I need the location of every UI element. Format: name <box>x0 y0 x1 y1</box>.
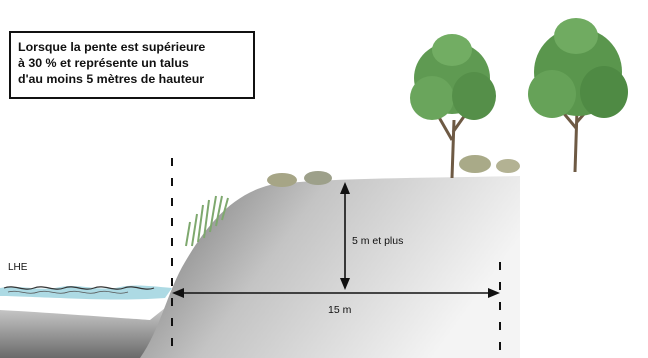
slope-criteria-note: Lorsque la pente est supérieure à 30 % e… <box>9 31 255 99</box>
water-line-label: LHE <box>8 262 28 273</box>
water-wave-line-2 <box>7 290 129 294</box>
width-arrow <box>172 288 500 298</box>
tree-icon-left <box>410 34 496 179</box>
note-line: d'au moins 5 mètres de hauteur <box>18 72 205 86</box>
height-label: 5 m et plus <box>352 235 404 247</box>
embankment-ground <box>140 176 520 358</box>
water-wave-line <box>3 286 155 290</box>
lower-ground <box>0 300 175 358</box>
note-line: à 30 % et représente un talus <box>18 56 189 70</box>
shrubs-icon <box>185 155 520 247</box>
tree-icon-right <box>528 18 628 173</box>
width-label: 15 m <box>328 304 352 316</box>
height-arrow <box>340 182 350 290</box>
note-line: Lorsque la pente est supérieure <box>18 40 206 54</box>
